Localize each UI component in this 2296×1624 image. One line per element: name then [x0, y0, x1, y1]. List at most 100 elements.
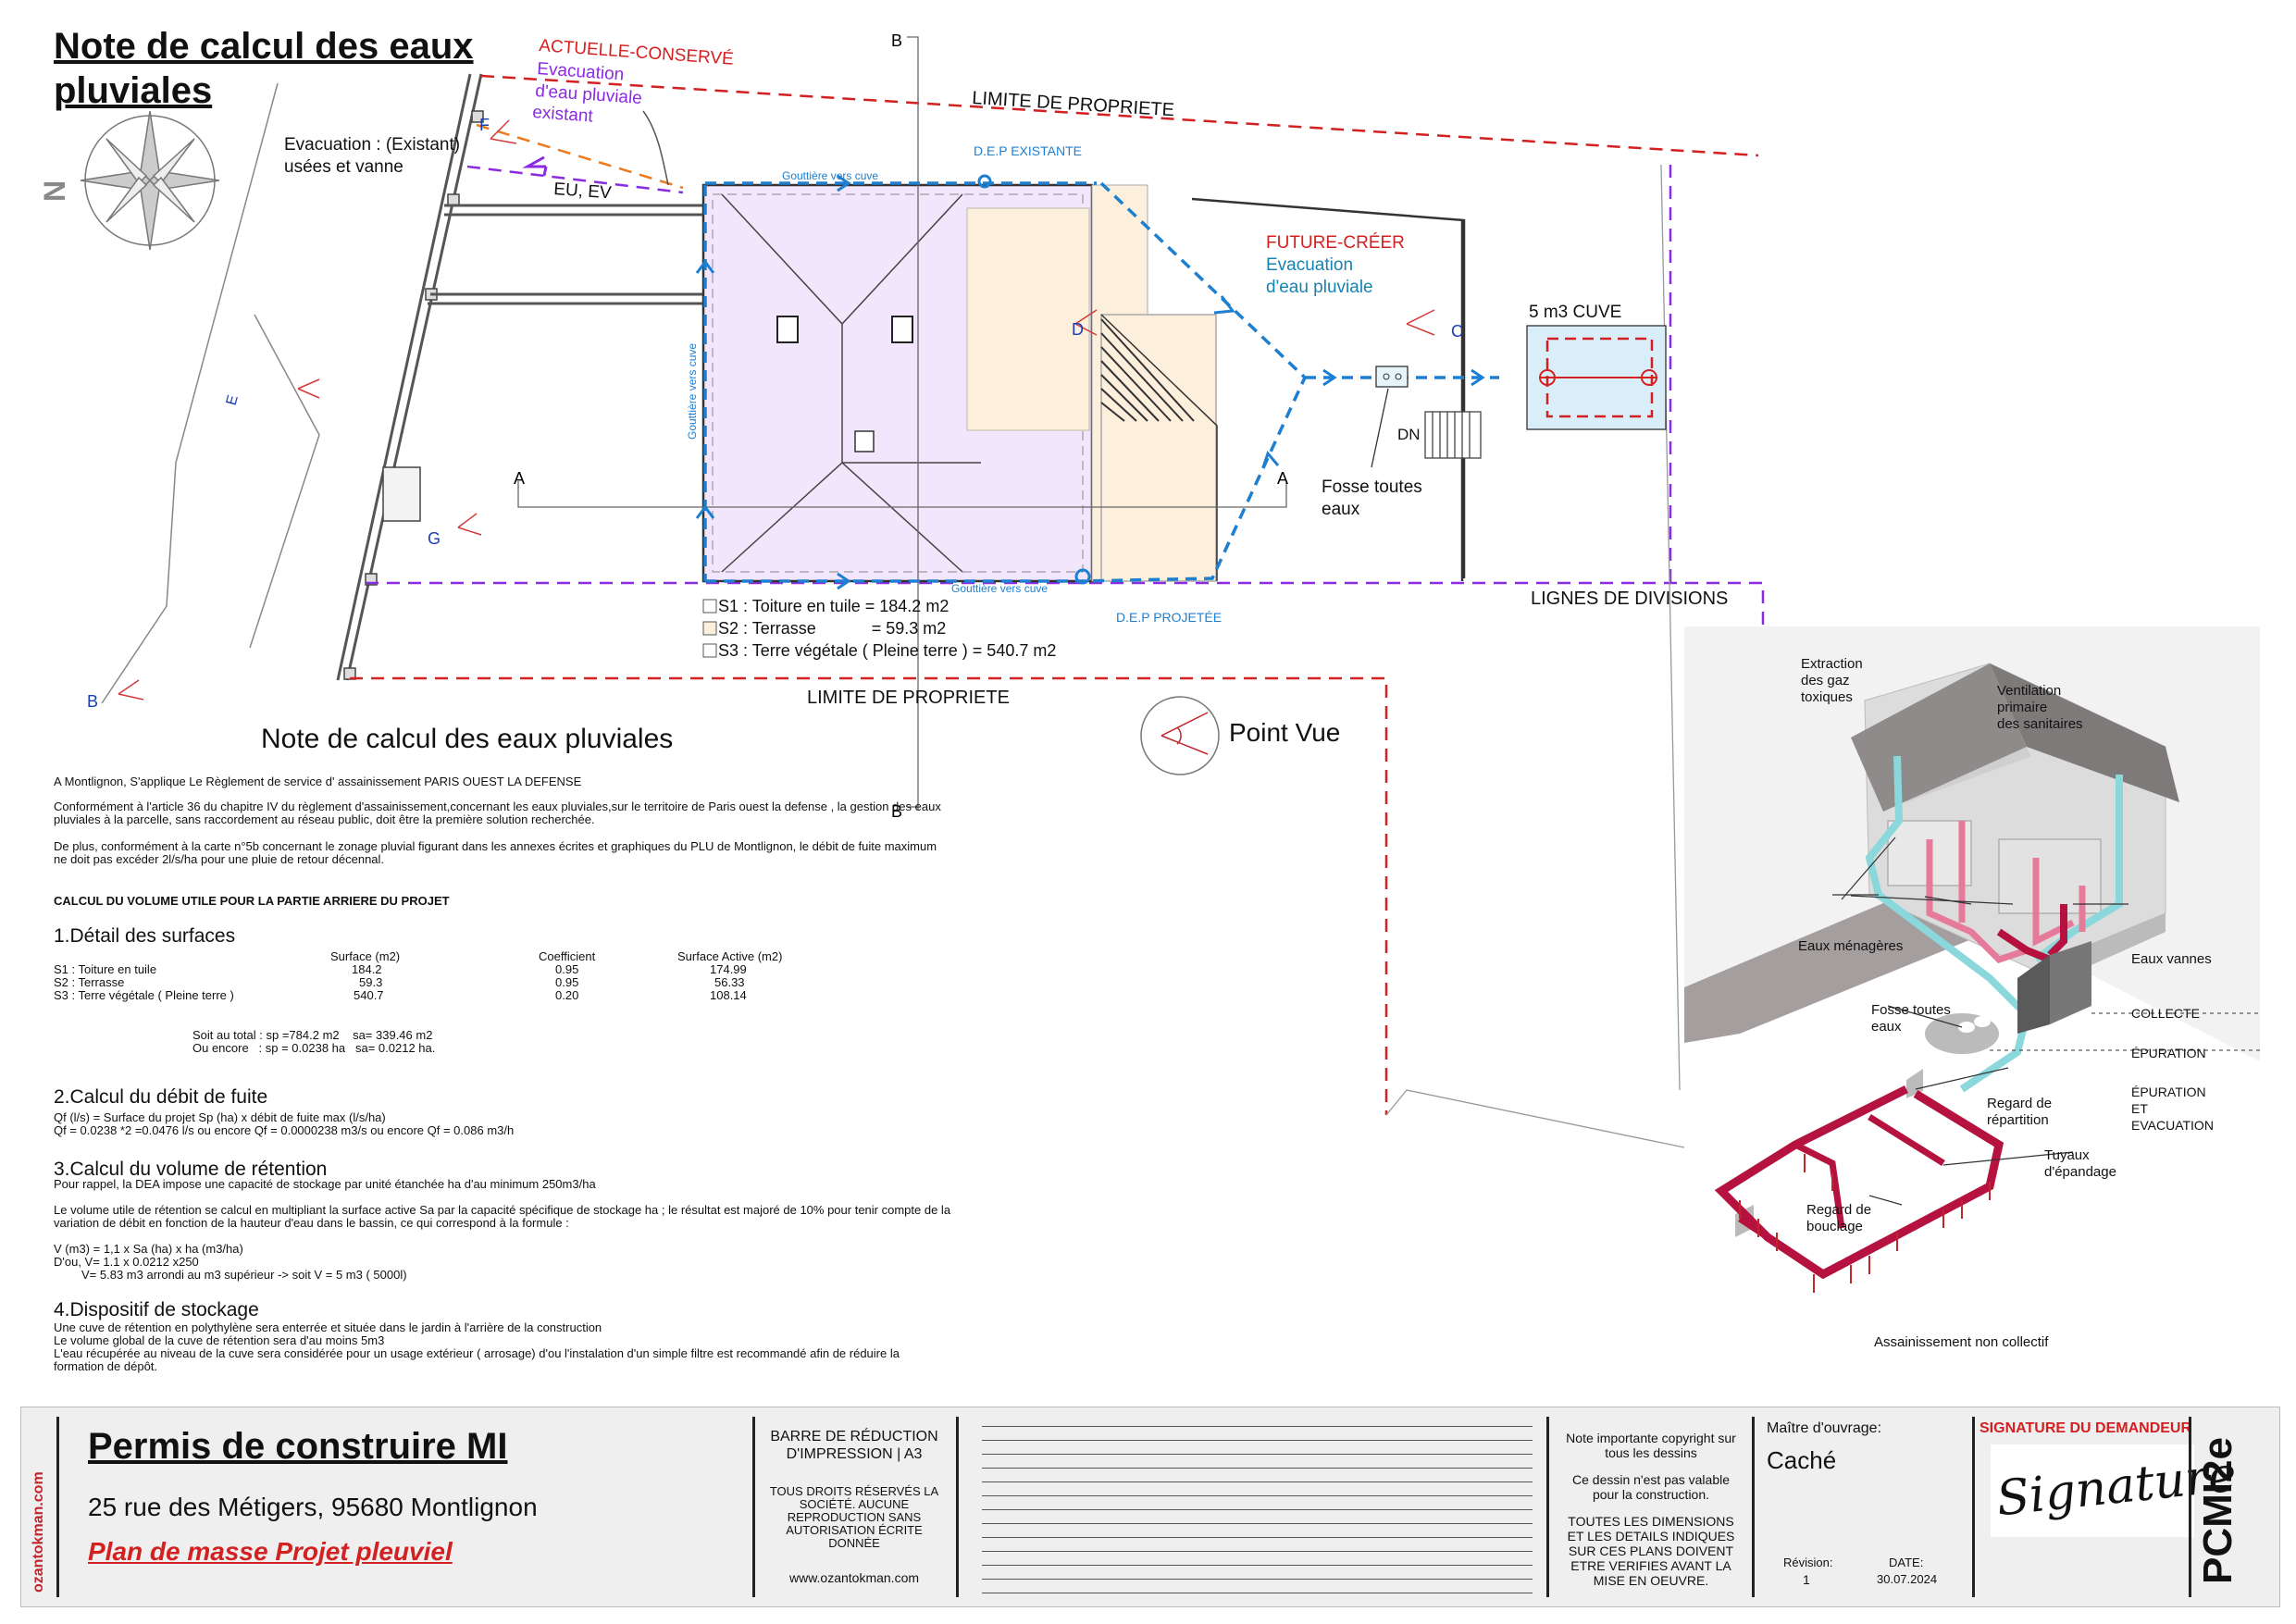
dep-existante-label: D.E.P EXISTANTE	[974, 143, 1082, 158]
actuelle-sub3: existant	[532, 103, 595, 127]
fosse-label-l1: Fosse toutes	[1322, 477, 1422, 497]
dep-projetee-label: D.E.P PROJETÉE	[1116, 610, 1222, 625]
lbl-tuyaux-2: d'épandage	[2044, 1164, 2116, 1180]
section-3-title: 3.Calcul du volume de rétention	[54, 1159, 328, 1180]
section-lines	[517, 36, 1287, 810]
row-3-label: S3 : Terre végétale ( Pleine terre )	[54, 988, 234, 1002]
stairs	[1424, 411, 1482, 459]
lbl-tuyaux-1: Tuyaux	[2044, 1147, 2090, 1163]
site-vertical: ozantokman.com	[31, 1471, 46, 1593]
warning-l2: ET LES DETAILS INDIQUES	[1567, 1529, 1735, 1543]
dn-label: DN	[1397, 426, 1421, 443]
view-markers	[118, 119, 1435, 700]
lbl-epuration-evac-1: ÉPURATION	[2131, 1085, 2206, 1099]
row-1-surface: 184.2	[352, 962, 382, 976]
cuve-tank	[1526, 325, 1667, 430]
table-header-active: Surface Active (m2)	[677, 949, 783, 963]
s3-l4: V (m3) = 1,1 x Sa (ha) x ha (m3/ha)	[54, 1242, 243, 1256]
row-1-label: S1 : Toiture en tuile	[54, 962, 157, 976]
date-value: 30.07.2024	[1877, 1572, 1938, 1586]
site-plan: ACTUELLE-CONSERVÉ Evacuation d'eau pluvi…	[38, 31, 1765, 1148]
row-2-label: S2 : Terrasse	[54, 975, 125, 989]
evac-existant-l1: Evacuation : (Existant)	[284, 135, 460, 155]
s3-l5: D'ou, V= 1.1 x 0.0212 x250	[54, 1255, 199, 1269]
wall-posts	[343, 110, 484, 680]
note-p2a: Conformément à l'article 36 du chapitre …	[54, 800, 941, 813]
point-b2: B	[891, 802, 902, 821]
note-p1: A Montlignon, S'applique Le Règlement de…	[54, 775, 582, 788]
lbl-fosse-2: eaux	[1871, 1019, 1902, 1035]
legend-s1: S1 : Toiture en tuile = 184.2 m2	[718, 597, 949, 615]
row-2-coef: 0.95	[555, 975, 579, 989]
s3-l2: Le volume utile de rétention se calcul e…	[54, 1203, 951, 1217]
lbl-epuration-evac-2: ET	[2131, 1101, 2148, 1116]
point-f: F	[479, 116, 490, 134]
point-a2: A	[1277, 469, 1288, 488]
website[interactable]: www.ozantokman.com	[788, 1570, 920, 1585]
lbl-fosse-1: Fosse toutes	[1871, 1002, 1951, 1018]
divider-2	[752, 1417, 755, 1597]
point-e: E	[224, 393, 242, 407]
point-b3: B	[87, 692, 98, 711]
signature-title: SIGNATURE DU DEMANDEUR	[1980, 1420, 2192, 1436]
gouttiere-side-label: Gouttière vers cuve	[686, 343, 699, 440]
sheet-code: PCMI2e	[2195, 1437, 2240, 1584]
row-3-active: 108.14	[710, 988, 747, 1002]
table-header-coef: Coefficient	[539, 949, 596, 963]
s4-l3: L'eau récupérée au niveau de la cuve ser…	[54, 1346, 900, 1360]
note-p3b: ne doit pas excéder 2l/s/ha pour une plu…	[54, 852, 385, 866]
rights-l1: TOUS DROITS RÉSERVÉS LA	[769, 1484, 939, 1498]
divider-4	[1546, 1417, 1549, 1597]
s4-l4: formation de dépôt.	[54, 1359, 158, 1373]
future-title: FUTURE-CRÉER	[1266, 233, 1405, 253]
lbl-extraction-2: des gaz	[1801, 673, 1850, 688]
lbl-regard-bouc-2: bouclage	[1806, 1219, 1863, 1234]
eu-ev-label: EU, EV	[553, 180, 613, 203]
s3-l6: V= 5.83 m3 arrondi au m3 supérieur -> so…	[81, 1268, 407, 1282]
section-4-title: 4.Dispositif de stockage	[54, 1299, 259, 1320]
legend-swatch-s2	[702, 621, 717, 636]
point-d: D	[1072, 320, 1084, 339]
project-address: 25 rue des Métigers, 95680 Montlignon	[88, 1493, 538, 1521]
division-lines	[366, 123, 1765, 625]
maitre-value: Caché	[1767, 1446, 1837, 1474]
dep-existante-marker	[977, 174, 992, 189]
warning-l4: ETRE VERIFIES AVANT LA	[1570, 1558, 1731, 1573]
maitre-label: Maître d'ouvrage:	[1767, 1420, 1882, 1436]
lbl-extraction-3: toxiques	[1801, 689, 1853, 705]
lbl-menageres: Eaux ménagères	[1798, 938, 1904, 954]
title-block: ozantokman.com Permis de construire MI 2…	[20, 1407, 2280, 1607]
rights-l3: REPRODUCTION SANS	[787, 1510, 922, 1524]
point-vue-label: Point Vue	[1229, 718, 1341, 747]
s4-l2: Le volume global de la cuve de rétention…	[54, 1333, 385, 1347]
table-header-surface: Surface (m2)	[330, 949, 401, 963]
neighbor-boundary	[1385, 164, 1685, 1148]
divider-1	[56, 1417, 59, 1597]
flow-arrows	[695, 174, 1485, 590]
revision-label: Révision:	[1783, 1556, 1833, 1569]
lignes-divisions-label: LIGNES DE DIVISIONS	[1531, 589, 1728, 609]
note-p2b: pluviales à la parcelle, sans raccordeme…	[54, 812, 595, 826]
signature-box[interactable]: Signature	[1991, 1444, 2239, 1537]
barre-l1: BARRE DE RÉDUCTION	[770, 1429, 938, 1444]
row-3-coef: 0.20	[555, 988, 579, 1002]
legend-s3: S3 : Terre végétale ( Pleine terre ) = 5…	[718, 641, 1056, 660]
terrace-hatch	[1100, 318, 1195, 422]
point-a1: A	[514, 469, 525, 488]
divider-7	[2189, 1417, 2191, 1597]
s4-l1: Une cuve de rétention en polythylène ser…	[54, 1320, 602, 1334]
warning-l3: SUR CES PLANS DOIVENT	[1568, 1543, 1734, 1558]
notvalid-l1: Ce dessin n'est pas valable	[1572, 1472, 1730, 1487]
copyright-l2: tous les dessins	[1605, 1445, 1697, 1460]
row-2-active: 56.33	[714, 975, 745, 989]
barre-l2: D'IMPRESSION | A3	[786, 1446, 923, 1462]
gouttiere-top-label: Gouttière vers cuve	[782, 169, 878, 182]
note-p3a: De plus, conformément à la carte n°5b co…	[54, 839, 937, 853]
point-g: G	[428, 529, 441, 548]
page-title: Note de calcul des eaux pluviales	[54, 26, 474, 111]
terrace-s2	[966, 184, 1218, 582]
existing-evac-arrow	[522, 110, 669, 186]
point-b1: B	[891, 31, 902, 50]
row-3-surface: 540.7	[354, 988, 384, 1002]
lbl-vannes: Eaux vannes	[2131, 951, 2212, 967]
